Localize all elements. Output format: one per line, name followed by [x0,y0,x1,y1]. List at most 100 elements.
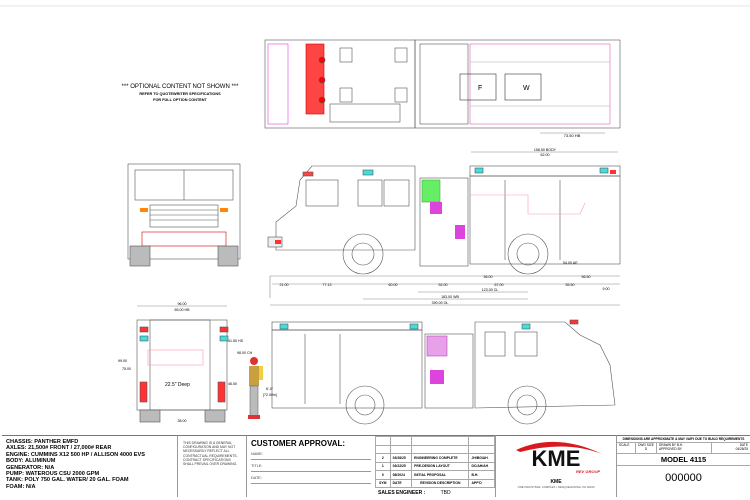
dim-rear-deep: 22.5" Deep [165,382,190,388]
rev-sym: 0 [375,470,391,480]
drawing-number: 000000 [665,472,702,484]
date-value: 04/28/25 [735,447,748,451]
note-line2: REFER TO QUOTEWRITER SPECIFICATIONS [139,92,221,96]
size-label: DWG SIZE [638,443,654,447]
rev-header-date: DATE [389,478,413,488]
dim-rear-step: 46.50 [228,382,237,386]
note-line1: *** OPTIONAL CONTENT NOT SHOWN *** [122,84,240,90]
optional-content-note: *** OPTIONAL CONTENT NOT SHOWN *** REFER… [122,84,240,102]
dim-inner: 62.00 [541,153,550,157]
approval-name-field[interactable]: NAME: [251,448,371,460]
dim-9: 9.00 [603,287,610,291]
spec-foam: FOAM: N/A [6,483,36,490]
rev-date: 03/22/25 [389,461,413,471]
front-view [127,163,241,267]
dim-36: 36.00 [484,275,493,279]
dim-top-hb: 73.50 HB [564,133,581,138]
logo-tagline: REV GROUP [576,469,600,474]
dim-rear-width: 96.00 [178,302,187,306]
sales-engineer: SALES ENGINEER : TBD [375,488,495,498]
dim-60: 60.00 [389,283,398,287]
spec-body: BODY: ALUMINUM [6,458,56,465]
rear-view: 22.5" Deep [136,319,229,423]
dim-rear-height2: 75.00 [122,367,131,371]
dim-ae: 54.00 AE [563,261,578,265]
spec-axles: AXLES: 21,500# FRONT / 27,000# REAR [6,445,112,452]
rev-appd: DC/AH/AH [468,461,495,471]
dim-person-height: 6'-0" [266,387,274,391]
sales-engineer-value: TBD [440,490,451,496]
dim-person-height-in: [72.00in] [263,393,277,397]
apparatus-specs: CHASSIS: PANTHER EMFD AXLES: 21,500# FRO… [2,435,178,497]
compartment-label-w: W [523,85,530,92]
logo-brand: KME [532,446,581,471]
side-view-dimensions: 158.50 BODY 62.00 54.00 AE 21.00 77.13 6… [270,148,620,306]
disclaimer: THIS DRAWING IS A GENERAL CONFIGURATION … [178,435,247,497]
spec-generator: GENERATOR: N/A [6,464,55,471]
dim-67: 67.00 [495,283,504,287]
dim-rear-hs: 41.50 HS [228,339,244,343]
drawn-value: B.H. [676,443,684,447]
compartment-label-f: F [478,85,482,92]
rev-appd: B.H. [468,470,495,480]
rear-view-dimensions: 96.00 65.00 HB 99.00 75.00 41.50 HS 98.0… [118,302,277,423]
kme-logo-block: KME REV GROUP KME ONE INDUSTRIAL COMPLEX… [495,435,617,497]
rev-desc: INITIAL PROPOSAL [411,470,470,480]
approval-title-field[interactable]: TITLE: [251,460,371,472]
dim-55: 55.50 [566,283,575,287]
kme-logo: KME REV GROUP [516,441,602,474]
rev-appd: JH/BG/AH [468,453,495,463]
scale-label: SCALE [617,443,636,453]
rev-header-desc: REVISION DESCRIPTION [411,478,470,488]
firefighter-figure [248,357,263,419]
dim-77: 77.13 [323,283,332,287]
dimension-note: DIMENSIONS ARE APPROXIMATE & MAY VARY DU… [617,436,750,443]
dim-56: 56.50 [582,275,591,279]
dim-rear-ch: 98.00 CH [237,351,253,355]
rev-date: 03/28/25 [389,453,413,463]
approval-date-field[interactable]: DATE: [251,472,371,484]
company-name: KME [550,479,562,485]
spec-tank: TANK: POLY 750 GAL. WATER/ 20 GAL. FOAM [6,477,129,484]
drawn-cell: DRAWN BY B.H.APPROVED BY [657,443,712,453]
rev-sym: 2 [375,453,391,463]
approved-label: APPROVED BY [659,447,682,451]
rev-desc: PRE-DESIGN LAYOUT [411,461,470,471]
note-line3: FOR FULL OPTION CONTENT [153,98,207,102]
dim-21: 21.00 [280,283,289,287]
rev-date: 08/2024 [389,470,413,480]
company-address: ONE INDUSTRIAL COMPLEX • NESQUEHONING, P… [517,485,595,489]
dim-wb: 183.00 WB [441,295,459,299]
customer-approval: CUSTOMER APPROVAL: NAME: TITLE: DATE: [247,435,375,497]
side-view-upper [267,165,621,298]
rev-desc: ENGINEERING COMPLETE [411,453,470,463]
size-value: D [644,447,648,451]
drawn-label: DRAWN BY [659,443,677,447]
dim-cl: 123.00 CL [482,288,499,292]
customer-approval-title: CUSTOMER APPROVAL: [251,439,346,448]
drawing-info: DIMENSIONS ARE APPROXIMATE & MAY VARY DU… [617,435,750,497]
spec-chassis: CHASSIS: PANTHER EMFD [6,439,79,445]
dim-rear-bottom: 38.00 [178,419,187,423]
rev-sym: 1 [375,461,391,471]
side-view-lower [271,319,616,425]
spec-engine: ENGINE: CUMMINS X12 500 HP / ALLISON 400… [6,451,145,458]
dim-52: 52.00 [439,283,448,287]
rev-header-appd: APP'D [468,478,495,488]
date-label: DATE [739,443,748,447]
model-name: MODEL 4115 [617,454,750,466]
top-view: F W 73.50 HB [264,39,621,138]
dim-ol: 390.00 OL [432,301,449,305]
dim-rear-hb: 65.00 HB [175,308,191,312]
spec-pump: PUMP: WATEROUS CSU 2000 GPM [6,471,100,478]
rev-header-sym: SYM [375,478,391,488]
sales-engineer-label: SALES ENGINEER : [378,490,426,496]
